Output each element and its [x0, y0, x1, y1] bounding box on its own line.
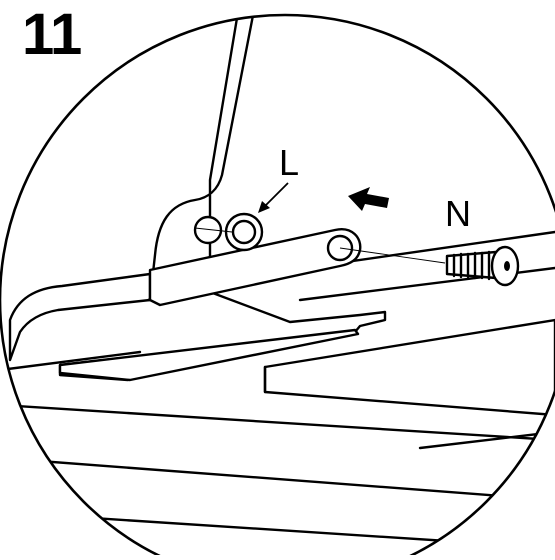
step-number: 11 — [22, 2, 82, 67]
label-l-pointer-head — [258, 201, 270, 213]
magnifier-circle — [0, 13, 555, 560]
bracket-hole — [193, 215, 223, 245]
magnified-detail — [0, 15, 555, 550]
alignment-line — [339, 247, 446, 264]
hinge-bar — [148, 228, 362, 307]
arrow-left-icon — [348, 187, 389, 211]
left-rail — [8, 272, 152, 362]
part-label-l: L — [279, 142, 300, 183]
upright-leg — [148, 15, 257, 302]
bracket-plate — [58, 328, 360, 382]
screw-icon — [445, 245, 520, 287]
part-label-n: N — [445, 193, 471, 234]
rivet-inner — [231, 219, 257, 245]
label-l-pointer — [262, 182, 289, 209]
